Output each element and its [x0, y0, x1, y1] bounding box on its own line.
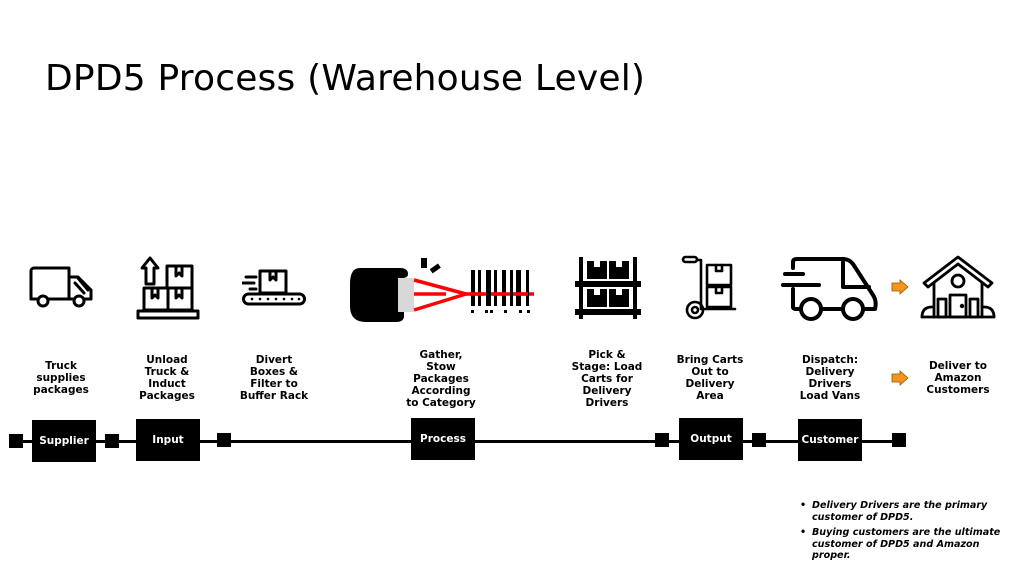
step-label-truck: Truck supplies packages — [33, 360, 89, 396]
step-label-gather: Gather, Stow Packages According to Categ… — [406, 349, 476, 409]
page-title: DPD5 Process (Warehouse Level) — [45, 58, 646, 99]
timeline-node — [217, 433, 231, 447]
shelf-rack-icon — [575, 257, 641, 319]
step-label-dispatch: Dispatch: Delivery Drivers Load Vans — [799, 354, 861, 402]
truck-icon — [29, 266, 93, 308]
step-label-divert: Divert Boxes & Filter to Buffer Rack — [239, 354, 309, 402]
step-label-unload: Unload Truck & Induct Packages — [139, 354, 195, 402]
timeline-node — [105, 434, 119, 448]
stage-input: Input — [136, 419, 200, 461]
notes-list: • Delivery Drivers are the primary custom… — [800, 500, 1010, 566]
barcode-scanner-icon — [350, 258, 534, 322]
stage-customer: Customer — [798, 419, 862, 461]
hand-truck-icon — [681, 255, 737, 320]
step-label-deliver: Deliver to Amazon Customers — [926, 360, 990, 396]
house-icon — [920, 255, 996, 319]
bullet: • — [800, 500, 807, 511]
step-label-pick: Pick & Stage: Load Carts for Delivery Dr… — [571, 349, 643, 409]
conveyor-icon — [242, 269, 306, 306]
stage-output: Output — [679, 418, 743, 460]
timeline-node — [655, 433, 669, 447]
step-label-bring-carts: Bring Carts Out to Delivery Area — [676, 354, 744, 402]
unload-boxes-icon — [136, 256, 200, 320]
note-item: • Buying customers are the ultimate custo… — [800, 527, 1010, 562]
arrow-right-icon — [891, 279, 909, 295]
timeline-node — [9, 434, 23, 448]
note-text: Buying customers are the ultimate custom… — [812, 527, 1001, 561]
bullet: • — [800, 527, 807, 538]
timeline-node — [892, 433, 906, 447]
arrow-right-icon — [891, 370, 909, 386]
note-text: Delivery Drivers are the primary custome… — [812, 500, 988, 523]
note-item: • Delivery Drivers are the primary custom… — [800, 500, 1010, 523]
delivery-van-icon — [781, 257, 878, 321]
stage-process: Process — [411, 418, 475, 460]
stage-supplier: Supplier — [32, 420, 96, 462]
timeline-node — [752, 433, 766, 447]
